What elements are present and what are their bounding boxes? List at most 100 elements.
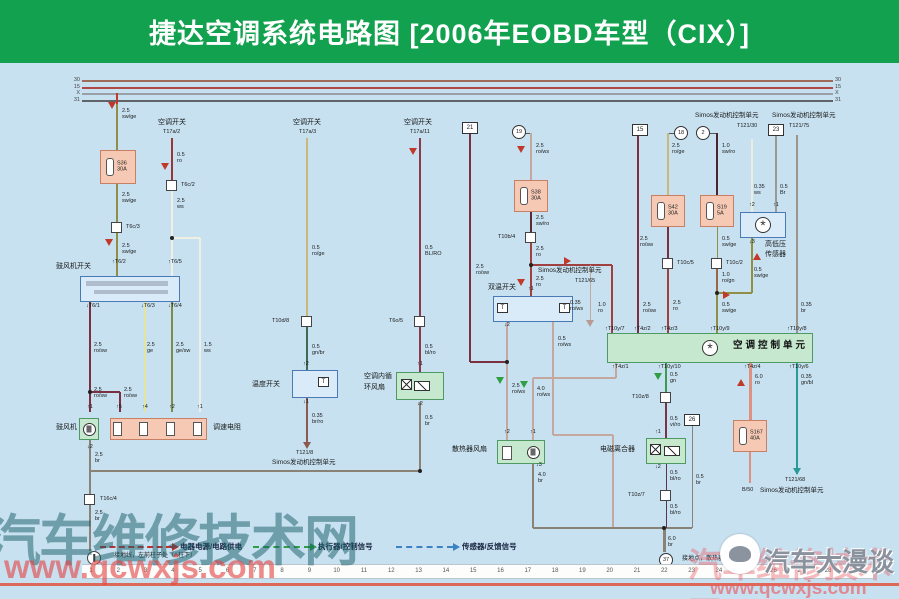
- diagram-label-74: T121/8: [296, 450, 314, 456]
- diagram-label-39: 0.5 Br: [780, 184, 788, 197]
- diagram-label-69: 散热器风扇: [452, 446, 487, 453]
- wire-31: [506, 322, 508, 440]
- diagram-label-12: 2.5 sw/ge: [122, 243, 137, 256]
- bus-label-left-X: X: [76, 90, 80, 96]
- diagram-label-114: ↑1: [530, 429, 536, 435]
- diagram-label-29: 1.0 ro: [598, 302, 606, 315]
- flow-arrow-icon-2: [161, 163, 169, 170]
- wire-58: [665, 464, 667, 490]
- wire-38: [667, 227, 669, 258]
- motor-icon-1: [526, 445, 540, 459]
- thermo-contact-icon-1: T: [559, 303, 570, 313]
- diagram-label-84: T6o/5: [389, 318, 404, 324]
- diagram-label-91: ↑T6/2: [112, 259, 126, 265]
- wire-17: [306, 138, 308, 316]
- diagram-label-121: ↑T4z/1: [612, 364, 629, 370]
- valve-icon-0: [401, 379, 412, 390]
- junction-ref-circle-19: 19: [512, 125, 526, 139]
- diagram-label-103: ↓1: [303, 399, 309, 405]
- diagram-label-27: 0.5 ro/ws: [558, 336, 572, 349]
- flow-arrow-icon-9: [654, 373, 662, 380]
- wire-52: [531, 378, 535, 440]
- diagram-label-108: ↑2: [749, 202, 755, 208]
- diagram-label-60: 鼓风机开关: [56, 263, 91, 270]
- ruler-number-21: 21: [633, 568, 641, 574]
- bus-line-X: [82, 93, 833, 95]
- thermo-contact-icon-2: T: [318, 377, 329, 387]
- wire-9: [119, 392, 121, 412]
- legend-arrow-1: [253, 546, 310, 548]
- coil-icon-0: [414, 381, 430, 391]
- thermo-contact-icon-0: T: [497, 303, 508, 313]
- diagram-label-52: 0.5 gn: [670, 372, 678, 385]
- diagram-label-20: 0.5 br: [425, 415, 433, 428]
- diagram-label-76: T121/68: [785, 477, 806, 483]
- diagram-label-37: 0.5 sw/ge: [722, 302, 737, 315]
- ruler-number-10: 10: [333, 568, 341, 574]
- fuse-S36: S36 30A: [100, 150, 136, 184]
- diagram-label-15: 0.5 ro/ge: [312, 245, 325, 258]
- bus-line-15: [82, 87, 833, 89]
- wire-23: [470, 361, 507, 363]
- flow-arrow-icon-11: [723, 291, 730, 299]
- diagram-label-47: 2.5 ro/sw: [124, 387, 138, 400]
- fuse-S38: S38 30A: [514, 180, 548, 212]
- wire-57: [665, 403, 667, 438]
- wire-54: [533, 527, 692, 529]
- wire-16: [419, 402, 421, 471]
- diagram-label-38: 0.35 ws: [754, 184, 765, 197]
- diagram-label-83: T10d/8: [272, 318, 290, 324]
- flow-arrow-icon-1: [105, 239, 113, 246]
- diagram-label-117: ↑T4z/2: [634, 326, 651, 332]
- ruler-number-4: 4: [171, 568, 175, 574]
- fan-icon-0: *: [702, 340, 718, 356]
- diagram-label-45: 1.5 ws: [204, 342, 212, 355]
- legend-arrow-2: [396, 546, 453, 548]
- wire-14: [89, 471, 91, 494]
- diagram-label-28: 0.35 ro/ws: [570, 300, 584, 313]
- ruler-number-7: 7: [253, 568, 257, 574]
- wire-3: [171, 138, 173, 180]
- diagram-label-85: T10b/4: [498, 234, 516, 240]
- wire-41: [716, 133, 718, 195]
- fuse-symbol-icon: [106, 158, 114, 176]
- diagram-label-66: T121/65: [575, 278, 596, 284]
- wire-50: [614, 363, 618, 378]
- fuse-label: S36 30A: [117, 160, 127, 173]
- wire-24: [524, 132, 531, 134]
- flow-arrow-icon-6: [517, 279, 525, 286]
- ruler-number-12: 12: [387, 568, 395, 574]
- diagram-label-56: 0.5 br: [696, 474, 704, 487]
- bus-line-31: [82, 100, 833, 102]
- resistor-element-4: [502, 446, 512, 460]
- diagram-label-48: 2.5 br: [95, 452, 103, 465]
- wire-26: [530, 212, 532, 232]
- diagram-label-100: ↑2: [169, 404, 175, 410]
- diagram-label-70: 电磁离合器: [600, 446, 635, 453]
- diagram-label-89: T10z/7: [628, 492, 645, 498]
- ruler-number-24: 24: [715, 568, 723, 574]
- diagram-label-17: 0.35 br/ro: [312, 413, 324, 426]
- diagram-label-3: T17a/3: [299, 129, 317, 135]
- coil-icon-1: [664, 446, 680, 456]
- diagram-label-31: 2.5 ro/ge: [672, 143, 685, 156]
- wire-46: [775, 136, 777, 212]
- diagram-label-68: 调速电阻: [213, 424, 241, 431]
- connector-icon-2: [301, 316, 312, 327]
- diagram-label-14: 2.5 ws: [177, 198, 185, 211]
- diagram-label-41: 0.5 sw/ge: [754, 267, 769, 280]
- junction-ref-circle-2: 2: [696, 126, 710, 140]
- ruler-number-16: 16: [497, 568, 504, 574]
- flow-arrow-icon-14: [303, 442, 311, 449]
- fuse-label: S19 5A: [717, 204, 727, 217]
- legend-arrowhead-icon-1: [310, 543, 317, 551]
- diagram-label-73: 空调控制单元: [733, 340, 809, 351]
- flow-arrow-icon-10: [753, 253, 761, 260]
- diagram-label-43: 2.5 ge: [147, 342, 155, 355]
- diagram-label-23: 2.5 sw/ro: [536, 215, 550, 228]
- diagram-label-9: T121/75: [789, 123, 810, 129]
- legend-label-2: 传感器/反馈信号: [462, 542, 517, 551]
- diagram-label-63: 环风扇: [364, 384, 385, 391]
- diagram-label-97: ↓2: [87, 444, 93, 450]
